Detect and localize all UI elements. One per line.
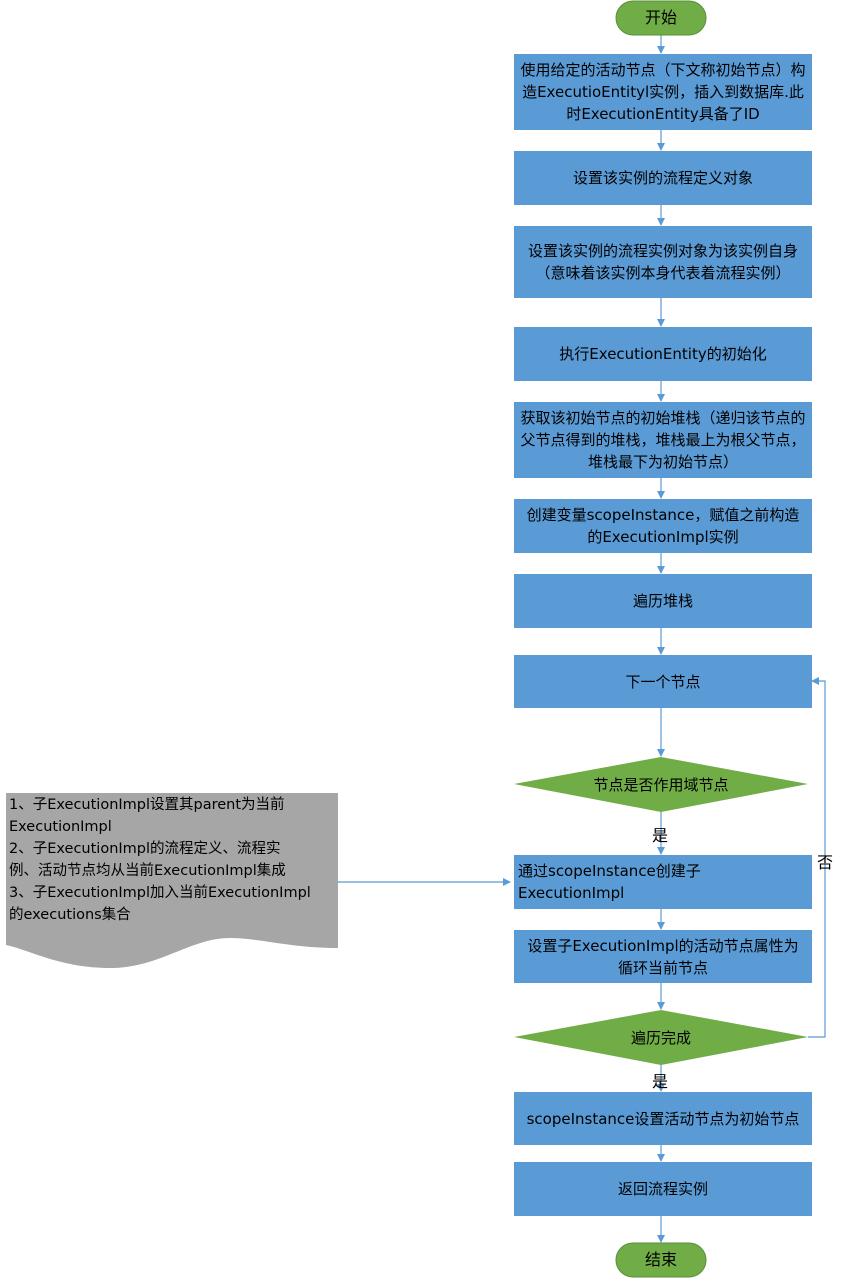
label-yes-complete: 是 (652, 1072, 669, 1091)
note-line-5: 3、子ExecutionImpl加入当前ExecutionImpl (9, 885, 311, 901)
start-node: 开始 (644, 8, 677, 27)
step-create-entity: 使用给定的活动节点（下文称初始节点）构造ExecutioEntityl实例，插入… (520, 61, 806, 123)
note-line-6: 的executions集合 (9, 907, 131, 923)
edge-loop-no (808, 677, 826, 1038)
step-set-process-definition: 设置该实例的流程定义对象 (572, 169, 753, 187)
step-set-process-instance: 设置该实例的流程实例对象为该实例自身（意味着该实例本身代表着流程实例） (527, 242, 798, 282)
note-shape (6, 793, 338, 968)
step-return-instance: 返回流程实例 (617, 1180, 708, 1198)
step-create-scope-instance: 创建变量scopeInstance，赋值之前构造的ExecutionImpl实例 (526, 506, 800, 546)
note-line-1: 1、子ExecutionImpl设置其parent为当前 (9, 797, 285, 813)
step-next-node: 下一个节点 (625, 672, 701, 691)
note-line-4: 例、活动节点均从当前ExecutionImpl集成 (9, 863, 286, 879)
note-line-3: 2、子ExecutionImpl的流程定义、流程实 (9, 841, 281, 857)
step-set-child-activity: 设置子ExecutionImpl的活动节点属性为循环当前节点 (527, 936, 799, 977)
decision-iteration-complete: 遍历完成 (630, 1028, 691, 1047)
connectors (338, 35, 826, 1243)
label-yes-scope: 是 (652, 826, 669, 845)
step-create-child-execution: 通过scopeInstance创建子ExecutionImpl (518, 862, 701, 902)
step-initialize: 执行ExecutionEntity的初始化 (559, 345, 767, 363)
step-iterate-stack: 遍历堆栈 (632, 592, 693, 610)
process-shapes (514, 54, 812, 1216)
end-node: 结束 (644, 1250, 677, 1269)
start-terminal-shape (615, 0, 707, 36)
decision2-shape (514, 1010, 808, 1065)
decision1-shape (514, 757, 808, 812)
decision-is-scope-node: 节点是否作用域节点 (593, 775, 729, 794)
note-line-2: ExecutionImpl (9, 819, 112, 835)
step-get-stack: 获取该初始节点的初始堆栈（递归该节点的父节点得到的堆栈，堆栈最上为根父节点，堆栈… (520, 409, 806, 471)
end-terminal-shape (615, 1242, 707, 1278)
step-set-initial-activity: scopeInstance设置活动节点为初始节点 (526, 1109, 800, 1128)
label-no-loop: 否 (817, 853, 834, 872)
